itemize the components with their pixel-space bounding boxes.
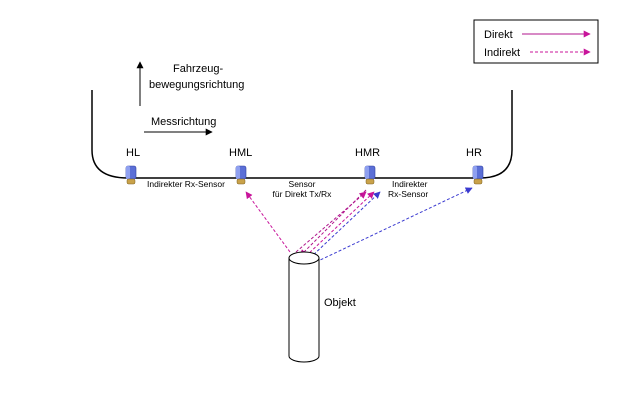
legend-box xyxy=(473,19,599,64)
annotation-indirect-rx-left: Indirekter Rx-Sensor xyxy=(147,179,225,189)
vehicle-direction-label-line2: bewegungsrichtung xyxy=(149,79,244,91)
bumper-outline xyxy=(91,90,513,179)
legend-direct-label: Direkt xyxy=(484,29,513,41)
ultrasonic-sensor-icon-hmr xyxy=(364,165,376,185)
ultrasonic-sensor-icon-hr xyxy=(472,165,484,185)
sensor-label-hl: HL xyxy=(126,147,140,159)
legend: Direkt Indirekt xyxy=(473,19,599,64)
measurement-direction-label: Messrichtung xyxy=(151,116,216,128)
direct-path-hmr-2 xyxy=(299,189,367,257)
ultrasonic-sensor-icon-hl xyxy=(125,165,137,185)
ultrasonic-sensor-icon-hml xyxy=(235,165,247,185)
annotation-direct-txrx-line2: für Direkt Tx/Rx xyxy=(273,189,333,199)
vehicle-direction-label-line1: Fahrzeug- xyxy=(173,63,223,75)
annotation-indirect-rx-right-line1: Indirekter xyxy=(392,179,428,189)
sensor-label-hr: HR xyxy=(466,147,482,159)
annotation-direct-txrx-line1: Sensor xyxy=(289,179,316,189)
legend-indirect-label: Indirekt xyxy=(484,47,520,59)
direct-path-hmr-3 xyxy=(305,191,375,257)
object-cylinder xyxy=(288,251,320,363)
object-label: Objekt xyxy=(324,297,356,309)
indirect-path-hml xyxy=(245,191,291,253)
annotation-indirect-rx-right-line2: Rx-Sensor xyxy=(388,189,428,199)
indirect-path-blue-hmr xyxy=(309,191,381,259)
sensor-label-hml: HML xyxy=(229,147,252,159)
indirect-path-blue-hr xyxy=(315,187,473,263)
sensor-label-hmr: HMR xyxy=(355,147,380,159)
echo-paths xyxy=(245,187,473,263)
